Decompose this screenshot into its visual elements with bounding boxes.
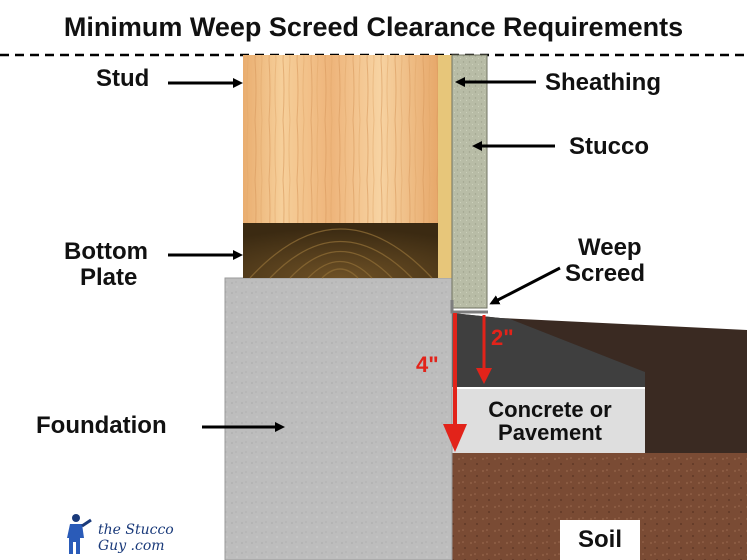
- label-concrete-line2: Pavement: [498, 420, 602, 445]
- label-soil: Soil: [560, 520, 640, 560]
- label-weep-line1: Weep: [578, 234, 642, 261]
- label-bottom-plate-line2: Plate: [80, 264, 138, 291]
- weep-screed: [450, 300, 488, 314]
- label-bottom-plate-line1: Bottom: [64, 238, 148, 265]
- label-concrete-pavement: Concrete or Pavement: [465, 398, 635, 444]
- worker-figure-icon: [67, 514, 92, 554]
- label-stucco: Stucco: [569, 133, 650, 160]
- foundation-block: [225, 278, 452, 560]
- stucco-layer: [452, 55, 487, 308]
- label-stud: Stud: [96, 65, 150, 92]
- label-concrete-line1: Concrete or: [488, 397, 612, 422]
- asphalt-layer: [452, 313, 645, 388]
- label-foundation: Foundation: [36, 412, 167, 439]
- label-sheathing: Sheathing: [545, 69, 662, 96]
- sheathing-layer: [438, 55, 452, 278]
- label-weep-line2: Screed: [565, 260, 646, 287]
- page-title: Minimum Weep Screed Clearance Requiremen…: [63, 12, 684, 42]
- dimension-2in-label: 2": [491, 325, 514, 350]
- logo-text: the Stucco Guy .com: [98, 522, 174, 554]
- stucco-guy-logo: the Stucco Guy .com: [60, 512, 180, 554]
- bottom-plate-block: [243, 223, 438, 278]
- dimension-4in-label: 4": [416, 352, 439, 377]
- pavement-slab: [452, 388, 645, 453]
